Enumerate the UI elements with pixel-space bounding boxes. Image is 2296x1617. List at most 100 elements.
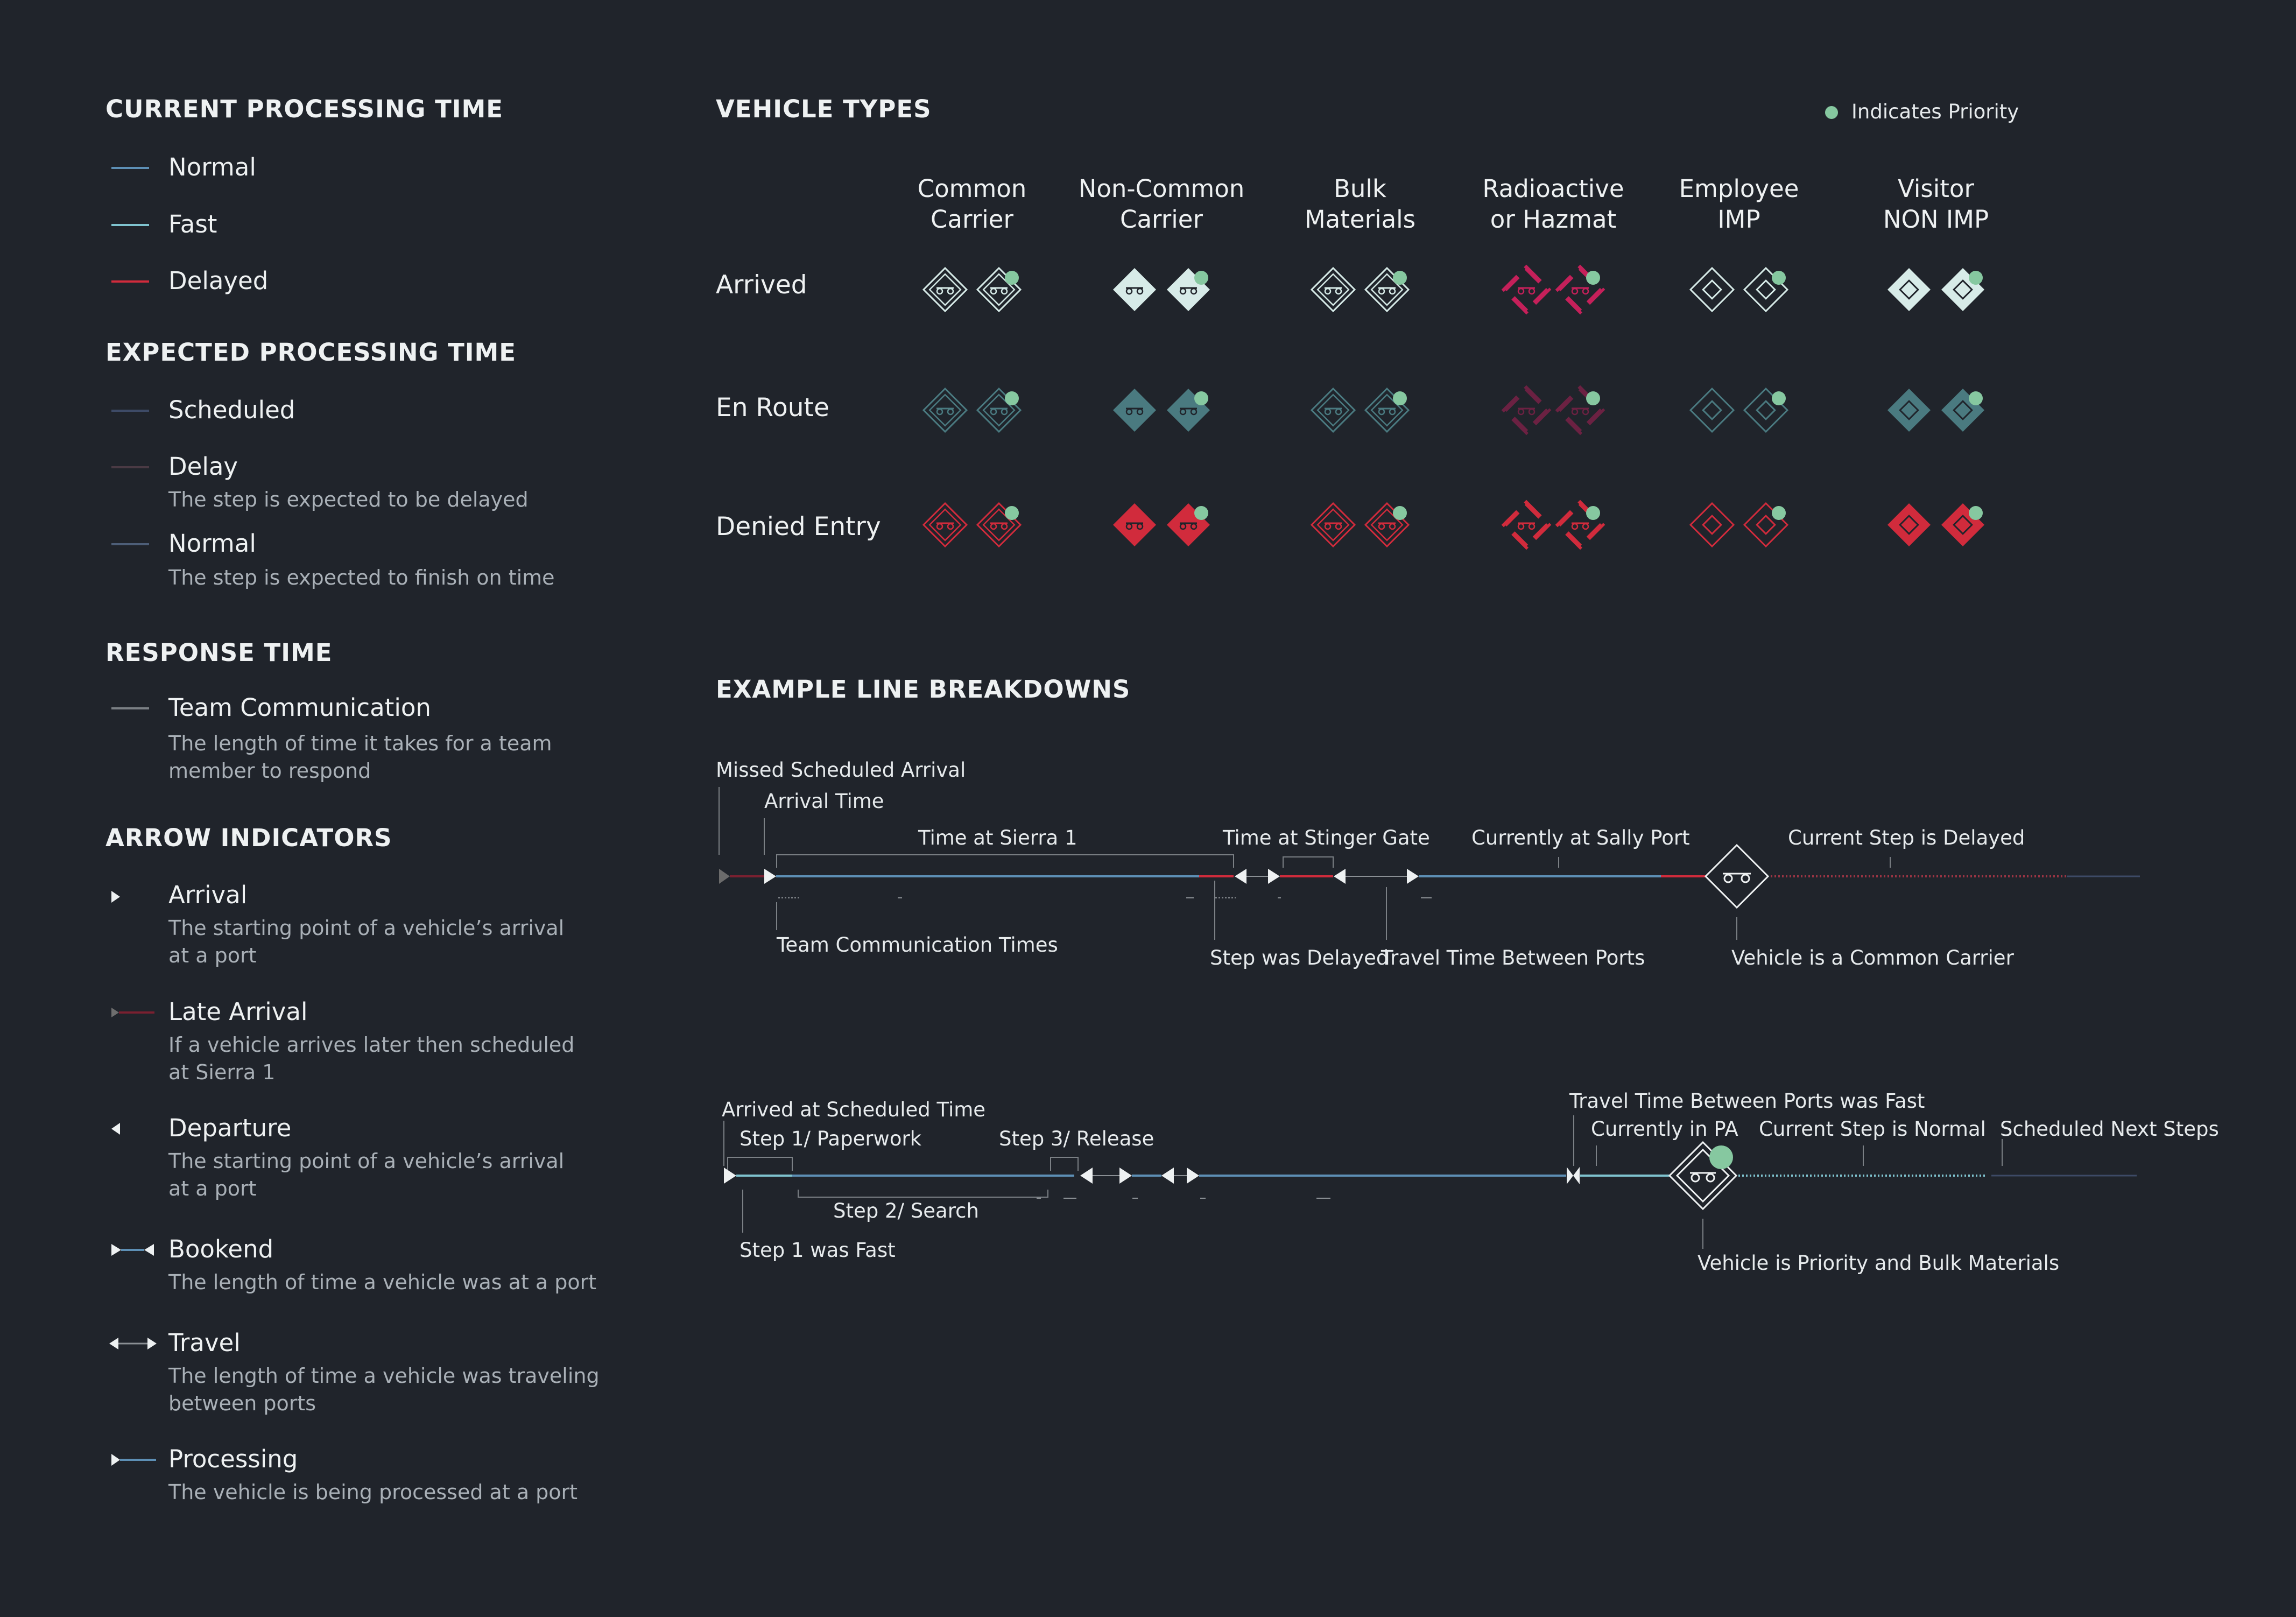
legend-travel-label: Travel (168, 1328, 241, 1357)
legend-delay-desc: The step is expected to be delayed (168, 488, 529, 511)
bookend-icon (111, 1244, 154, 1256)
scheduled-next-steps-label: Scheduled Next Steps (2000, 1117, 2219, 1141)
priority-dot-icon (1194, 506, 1208, 520)
processing-icon (111, 1454, 156, 1466)
vehicle-icon-2-0-1 (976, 502, 1022, 548)
vehicle-icon-1-2-0 (1310, 387, 1356, 433)
priority-dot-icon (1772, 271, 1786, 285)
arrow-indicators-title: ARROW INDICATORS (105, 824, 392, 852)
time-at-sierra-label: Time at Sierra 1 (918, 826, 1077, 849)
vehicle-priority-bulk-label: Vehicle is Priority and Bulk Materials (1698, 1252, 2060, 1275)
departure-arrow-icon (1080, 1168, 1093, 1184)
legend-departure-desc1: The starting point of a vehicle’s arriva… (168, 1149, 565, 1173)
vehicle-icon-2-3-0 (1501, 500, 1552, 550)
departure-arrow-icon (1161, 1168, 1174, 1184)
priority-dot-icon (1005, 271, 1019, 285)
currently-at-sally-port-label: Currently at Sally Port (1471, 826, 1690, 849)
vehicle-icon-2-2-1 (1364, 502, 1410, 548)
legend-departure-label: Departure (168, 1114, 292, 1142)
departure-arrow-icon (111, 1123, 120, 1135)
arrival-arrow-icon (764, 869, 776, 884)
response-time-title: RESPONSE TIME (105, 638, 333, 667)
time-at-stinger-gate-label: Time at Stinger Gate (1223, 826, 1430, 849)
vehicle-icon-0-1-0 (1113, 268, 1156, 311)
priority-dot-icon (1005, 506, 1019, 520)
priority-dot-icon (1586, 391, 1600, 405)
row-label-arrived: Arrived (716, 270, 807, 300)
vehicle-icon-0-4-0 (1689, 266, 1735, 313)
vehicle-icon-2-0-0 (922, 502, 968, 548)
legend-arrival-label: Arrival (168, 881, 248, 909)
legend-normal-label: Normal (168, 153, 256, 181)
legend-expected-normal-label: Normal (168, 529, 256, 558)
example-line-2 (723, 1115, 2137, 1249)
expected-processing-title: EXPECTED PROCESSING TIME (105, 338, 517, 367)
legend-team-comm-desc2: member to respond (168, 759, 371, 783)
vehicle-icon-0-2-0 (1310, 266, 1356, 313)
arrival-arrow-icon (724, 1168, 736, 1184)
vehicle-common-carrier-label: Vehicle is a Common Carrier (1731, 946, 2014, 969)
legend-departure-desc2: at a port (168, 1177, 257, 1200)
arrival-arrow-icon (1268, 869, 1280, 884)
vehicle-icon-0-4-1 (1743, 266, 1789, 313)
late-arrival-marker (719, 869, 730, 884)
priority-dot-icon (1969, 391, 1983, 405)
vehicle-types-title: VEHICLE TYPES (716, 95, 932, 123)
vehicle-icon-2-2-0 (1310, 502, 1356, 548)
common-carrier-marker (1704, 843, 1770, 909)
legend-late-arrival-desc1: If a vehicle arrives later then schedule… (168, 1033, 575, 1057)
missed-scheduled-arrival-label: Missed Scheduled Arrival (716, 758, 966, 782)
travel-time-between-ports-label: Travel Time Between Ports (1381, 946, 1645, 969)
vehicle-icon-0-2-1 (1364, 266, 1410, 313)
current-step-normal-label: Current Step is Normal (1759, 1117, 1986, 1141)
priority-dot-icon (1586, 506, 1600, 520)
legend-arrival-desc2: at a port (168, 944, 257, 967)
travel-icon (109, 1338, 157, 1349)
step3-release-label: Step 3/ Release (999, 1127, 1154, 1150)
vehicle-icon-0-5-0 (1887, 268, 1931, 311)
current-step-delayed-label: Current Step is Delayed (1788, 826, 2025, 849)
arrival-time-label: Arrival Time (764, 790, 884, 813)
vehicle-icon-1-5-1 (1941, 389, 1984, 432)
step-was-delayed-label: Step was Delayed (1210, 946, 1389, 969)
legend-late-arrival-label: Late Arrival (168, 997, 308, 1026)
departure-arrow-icon (1235, 869, 1246, 884)
vehicle-icon-0-0-1 (976, 266, 1022, 313)
legend-travel-desc2: between ports (168, 1391, 316, 1415)
priority-dot-icon (1005, 391, 1019, 405)
vehicle-icon-1-4-0 (1689, 387, 1735, 433)
step2-search-label: Step 2/ Search (833, 1199, 979, 1222)
priority-dot-icon (1772, 391, 1786, 405)
example-line-breakdowns-title: EXAMPLE LINE BREAKDOWNS (716, 675, 1131, 704)
arrival-arrow-icon (1119, 1168, 1132, 1184)
vehicle-icon-2-1-1 (1167, 503, 1210, 546)
priority-dot-icon (1393, 506, 1407, 520)
priority-dot-icon (1393, 391, 1407, 405)
priority-dot-icon (1393, 271, 1407, 285)
vehicle-icon-1-3-0 (1501, 385, 1552, 435)
vehicle-icon-0-3-0 (1501, 264, 1552, 315)
vehicle-icon-1-2-1 (1364, 387, 1410, 433)
currently-in-pa-label: Currently in PA (1591, 1117, 1738, 1141)
late-arrival-icon (111, 1008, 154, 1017)
fast-travel-marker (1567, 1167, 1580, 1184)
team-communication-times-label: Team Communication Times (777, 933, 1058, 957)
legend-late-arrival-desc2: at Sierra 1 (168, 1060, 276, 1084)
legend-travel-desc1: The length of time a vehicle was traveli… (168, 1364, 600, 1388)
legend-processing-desc1: The vehicle is being processed at a port (168, 1480, 578, 1504)
legend-expected-normal-desc: The step is expected to finish on time (168, 566, 555, 589)
legend-delay-label: Delay (168, 452, 238, 481)
current-processing-title: CURRENT PROCESSING TIME (105, 95, 504, 123)
arrival-arrow-icon (111, 891, 120, 903)
priority-bulk-marker (1668, 1141, 1738, 1211)
legend-bookend-desc1: The length of time a vehicle was at a po… (168, 1270, 597, 1294)
legend-team-comm-label: Team Communication (168, 693, 431, 722)
vehicle-icon-1-1-0 (1113, 389, 1156, 432)
